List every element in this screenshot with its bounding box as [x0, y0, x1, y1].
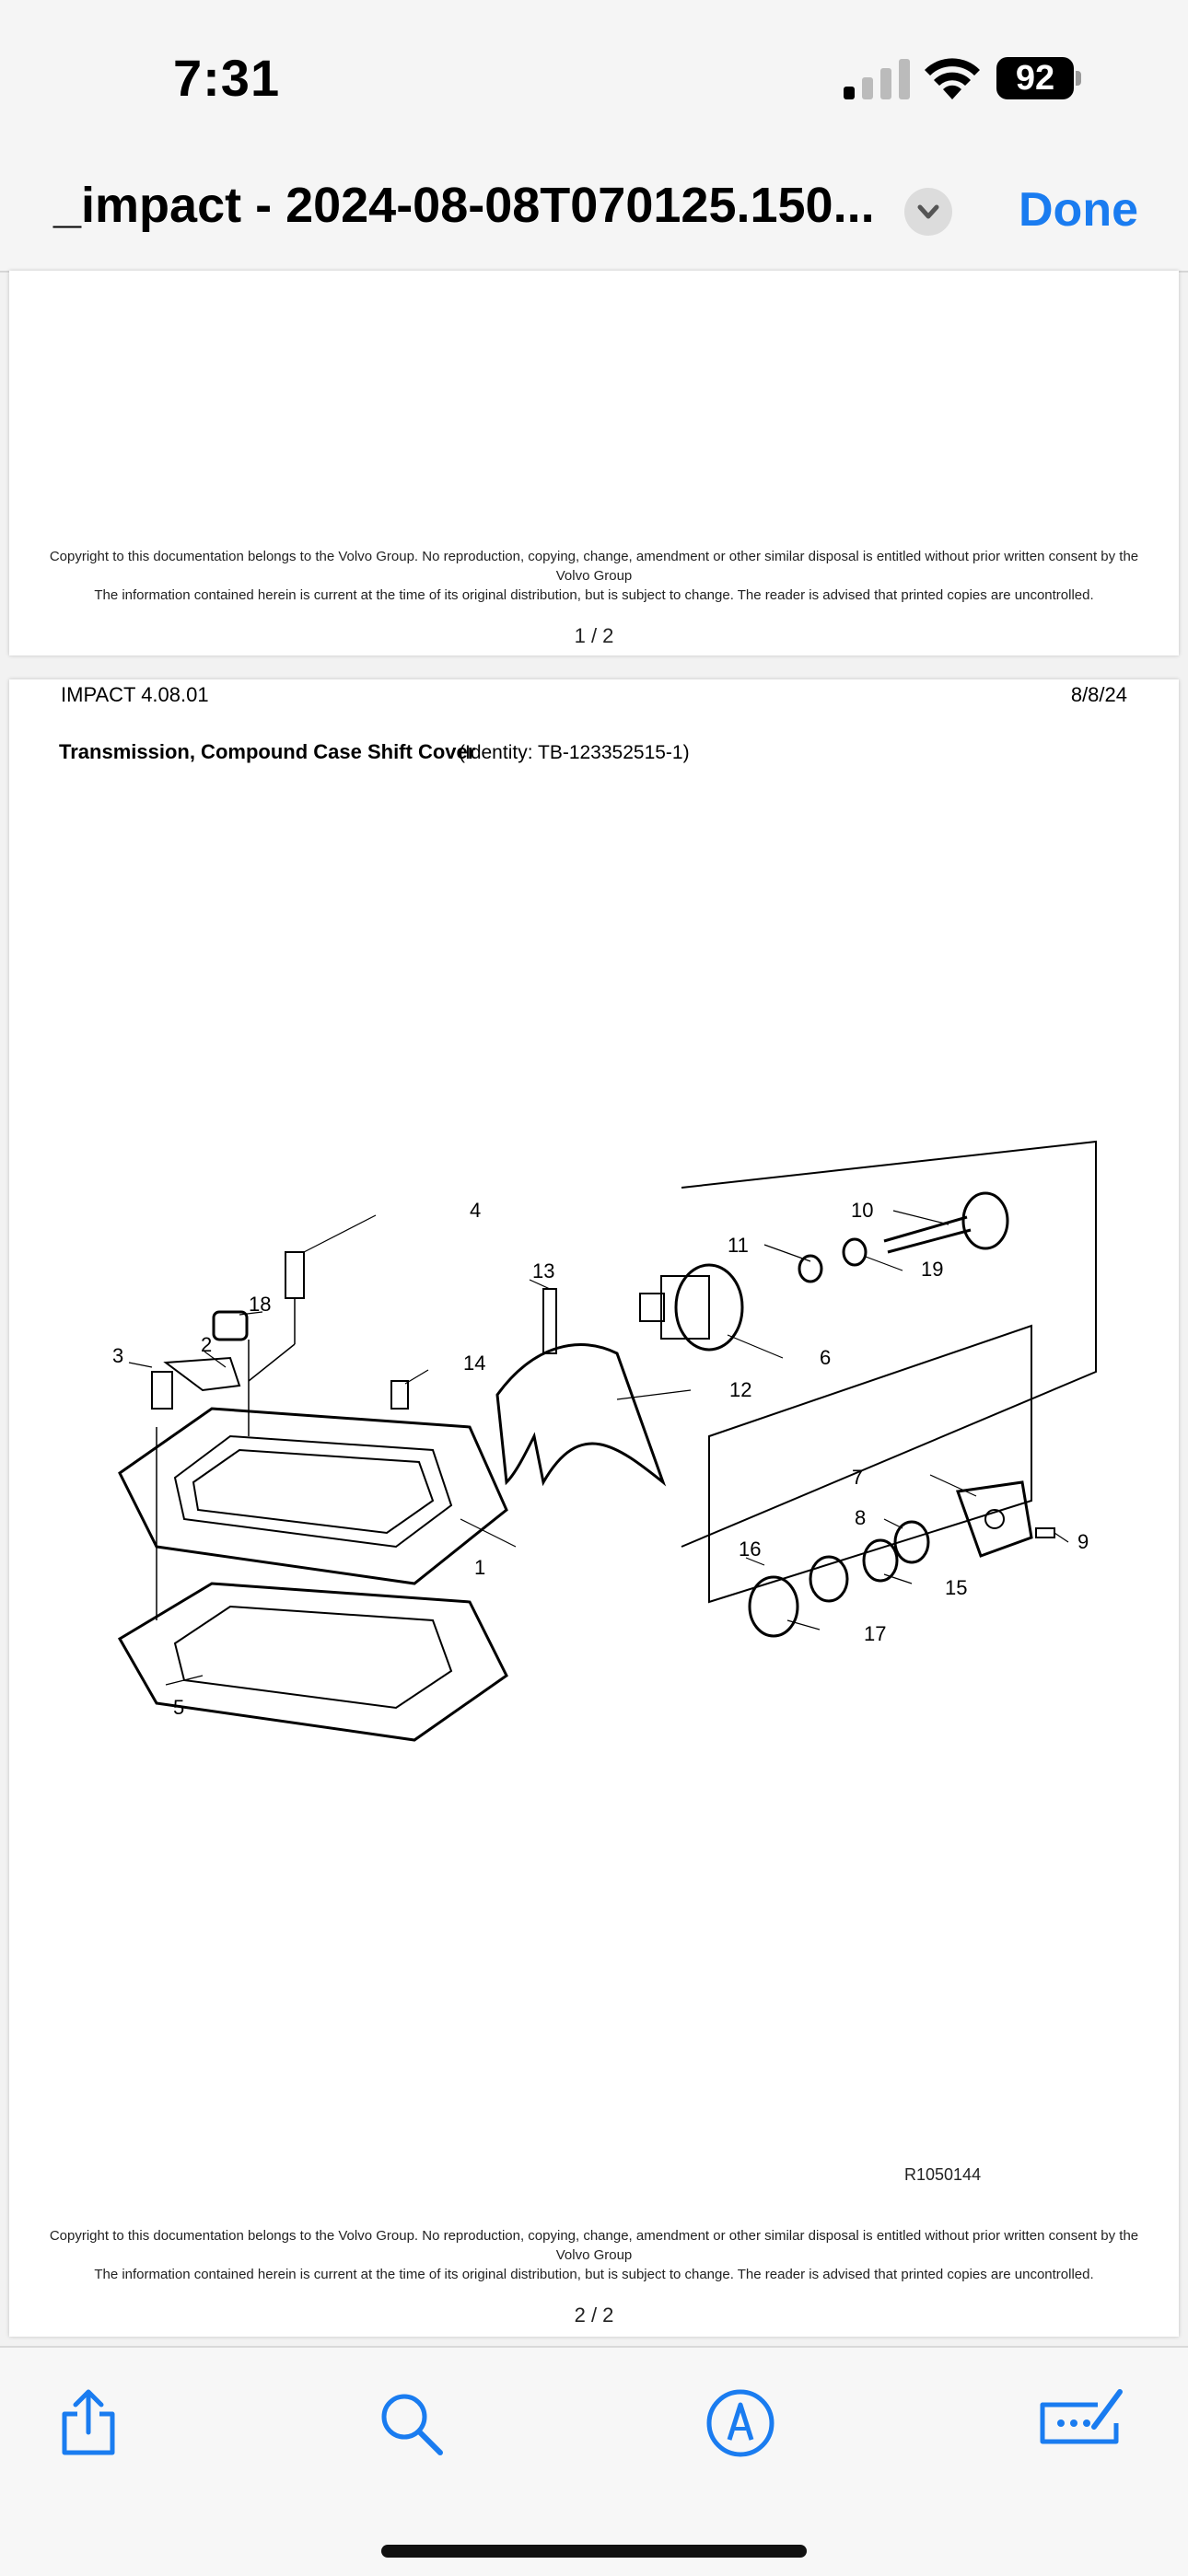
page-number: 1 / 2 — [574, 624, 614, 647]
battery-indicator: 92 — [996, 57, 1083, 99]
search-icon[interactable] — [374, 2386, 448, 2460]
bottom-toolbar — [0, 2346, 1188, 2576]
pdf-page-1: Copyright to this documentation belongs … — [9, 271, 1179, 656]
callout-1: 1 — [474, 1556, 485, 1579]
form-fill-icon[interactable] — [1037, 2386, 1125, 2460]
shift-fork — [495, 1342, 667, 1487]
page-number: 2 / 2 — [574, 2303, 614, 2327]
callout-15: 15 — [945, 1576, 967, 1599]
callout-14: 14 — [463, 1352, 485, 1375]
copyright-disclaimer: The information contained herein is curr… — [94, 587, 1094, 603]
home-indicator — [381, 2545, 807, 2558]
title-menu-button[interactable] — [904, 188, 952, 236]
callout-8: 8 — [855, 1506, 866, 1529]
chevron-down-icon — [917, 204, 939, 219]
callout-9: 9 — [1077, 1530, 1089, 1553]
callout-7: 7 — [852, 1466, 863, 1489]
gasket — [117, 1582, 508, 1742]
battery-level: 92 — [996, 57, 1074, 99]
copyright-notice: Copyright to this documentation belongs … — [49, 549, 1139, 584]
callout-12: 12 — [729, 1378, 751, 1401]
callout-6: 6 — [820, 1346, 831, 1369]
doc-title: Transmission, Compound Case Shift Cover — [59, 740, 476, 763]
callout-16: 16 — [739, 1537, 761, 1561]
nav-bar: _impact - 2024-08-08T070125.150... Done — [0, 157, 1188, 273]
callout-10: 10 — [851, 1199, 873, 1222]
page-header-app: IMPACT 4.08.01 — [61, 683, 209, 706]
callout-4: 4 — [470, 1199, 481, 1222]
callout-17: 17 — [864, 1622, 886, 1645]
cellular-signal-icon — [844, 59, 910, 99]
share-icon[interactable] — [52, 2386, 125, 2460]
callout-5: 5 — [173, 1696, 184, 1719]
exploded-parts-diagram: 1 2 3 4 5 6 7 8 9 10 11 12 13 14 15 16 1… — [112, 1140, 1097, 1742]
callout-2: 2 — [201, 1333, 212, 1356]
doc-identity: (Identity: TB-123352515-1) — [459, 742, 690, 763]
status-bar: 7:31 92 — [0, 0, 1188, 157]
markup-icon[interactable] — [704, 2386, 777, 2460]
pdf-page-2: IMPACT 4.08.01 8/8/24 Transmission, Comp… — [9, 679, 1179, 2337]
done-button[interactable]: Done — [1019, 183, 1138, 237]
callout-19: 19 — [921, 1258, 943, 1281]
figure-code: R1050144 — [904, 2165, 982, 2184]
callout-3: 3 — [112, 1344, 123, 1367]
callout-13: 13 — [532, 1259, 554, 1282]
page-header-date: 8/8/24 — [1070, 683, 1127, 706]
copyright-notice: Copyright to this documentation belongs … — [49, 2228, 1139, 2263]
battery-tip — [1076, 71, 1081, 86]
callout-11: 11 — [728, 1234, 749, 1257]
wifi-icon — [925, 58, 980, 99]
document-title[interactable]: _impact - 2024-08-08T070125.150... — [53, 178, 875, 233]
callout-18: 18 — [249, 1293, 271, 1316]
status-time: 7:31 — [173, 49, 281, 107]
copyright-disclaimer: The information contained herein is curr… — [94, 2267, 1094, 2282]
